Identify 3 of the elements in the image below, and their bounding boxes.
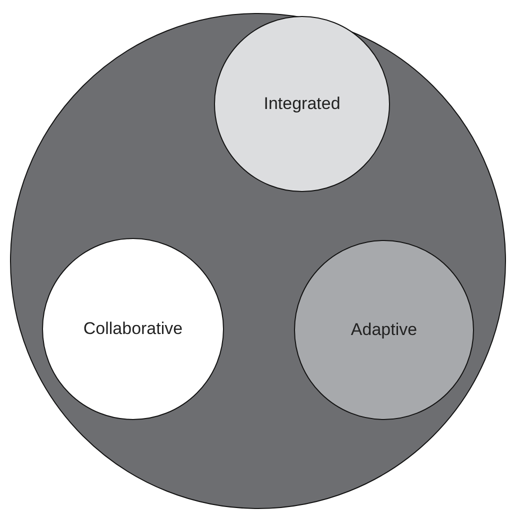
circle-label: Collaborative [82, 319, 184, 339]
circle-label: Adaptive [350, 320, 418, 340]
circle-label: Integrated [262, 94, 342, 114]
